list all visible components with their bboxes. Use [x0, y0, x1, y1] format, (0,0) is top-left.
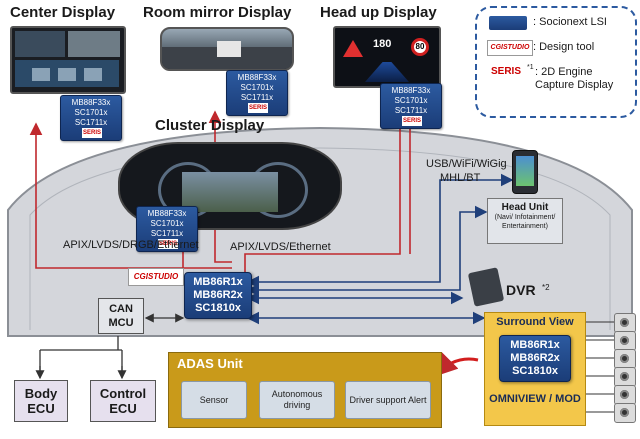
adas-autonomous: Autonomous driving: [259, 381, 335, 419]
adas-title: ADAS Unit: [177, 356, 243, 371]
cluster-display-screen: [118, 142, 342, 230]
link-label-apix-drgb: APIX/LVDS/DRGB/Ethernet: [63, 239, 199, 251]
adas-sensor: Sensor: [181, 381, 247, 419]
head-unit-subtitle: (Navi/ Infotainment/ Entertainment): [494, 214, 556, 230]
seris-logo: SERIS: [491, 66, 522, 77]
head-up-title: Head up Display: [320, 4, 437, 21]
legend-lsi-label: : Socionext LSI: [533, 16, 607, 28]
camera-icon: [614, 313, 636, 333]
cgistudio-logo-main: CGISTUDIO: [128, 268, 184, 286]
body-ecu-box: Body ECU: [14, 380, 68, 422]
link-label-apix: APIX/LVDS/Ethernet: [230, 241, 331, 253]
line-to-head-unit: [246, 205, 488, 297]
head-up-screen: 180 80: [333, 26, 441, 88]
room-mirror-screen: [160, 27, 294, 71]
hud-speed: 180: [373, 38, 392, 50]
legend-engine-capture: : 2D Engine Capture Display: [535, 66, 614, 91]
dvr-ref: *2: [542, 283, 550, 292]
cluster-display-title: Cluster Display: [155, 117, 265, 134]
center-display-screen: [10, 26, 126, 94]
link-label-usb: USB/WiFi/WiGig: [426, 158, 507, 170]
line-can-ecus: [39, 336, 123, 376]
camera-links: [584, 321, 614, 413]
head-unit-box: Head Unit (Navi/ Infotainment/ Entertain…: [487, 198, 563, 244]
smartphone-icon: [512, 150, 538, 194]
can-mcu-box: CAN MCU: [98, 298, 144, 334]
camera-icon: [614, 385, 636, 405]
legend-box: : Socionext LSI CGISTUDIO : Design tool …: [475, 6, 637, 118]
room-mirror-title: Room mirror Display: [143, 4, 292, 21]
warning-icon: [343, 40, 363, 57]
surround-title: Surround View: [496, 316, 574, 328]
speed-limit-icon: 80: [411, 38, 429, 56]
adas-unit-panel: ADAS Unit Sensor Autonomous driving Driv…: [168, 352, 442, 428]
head-unit-title: Head Unit: [501, 202, 549, 213]
camera-icon: [614, 367, 636, 387]
camera-icon: [614, 403, 636, 423]
adas-driver-alert: Driver support Alert: [345, 381, 431, 419]
dvr-label: DVR: [506, 282, 536, 298]
camera-icon: [614, 349, 636, 369]
cgistudio-logo: CGISTUDIO: [487, 40, 533, 56]
lsi-legend-swatch: [489, 16, 527, 30]
camera-icon: [614, 331, 636, 351]
surround-footer: OMNIVIEW / MOD: [489, 393, 581, 405]
link-label-mhl: MHL/BT: [440, 172, 481, 184]
control-ecu-box: Control ECU: [90, 380, 156, 422]
center-display-title: Center Display: [10, 4, 116, 21]
legend-ref-1: *1: [527, 64, 534, 71]
legend-design-tool: : Design tool: [533, 41, 595, 53]
